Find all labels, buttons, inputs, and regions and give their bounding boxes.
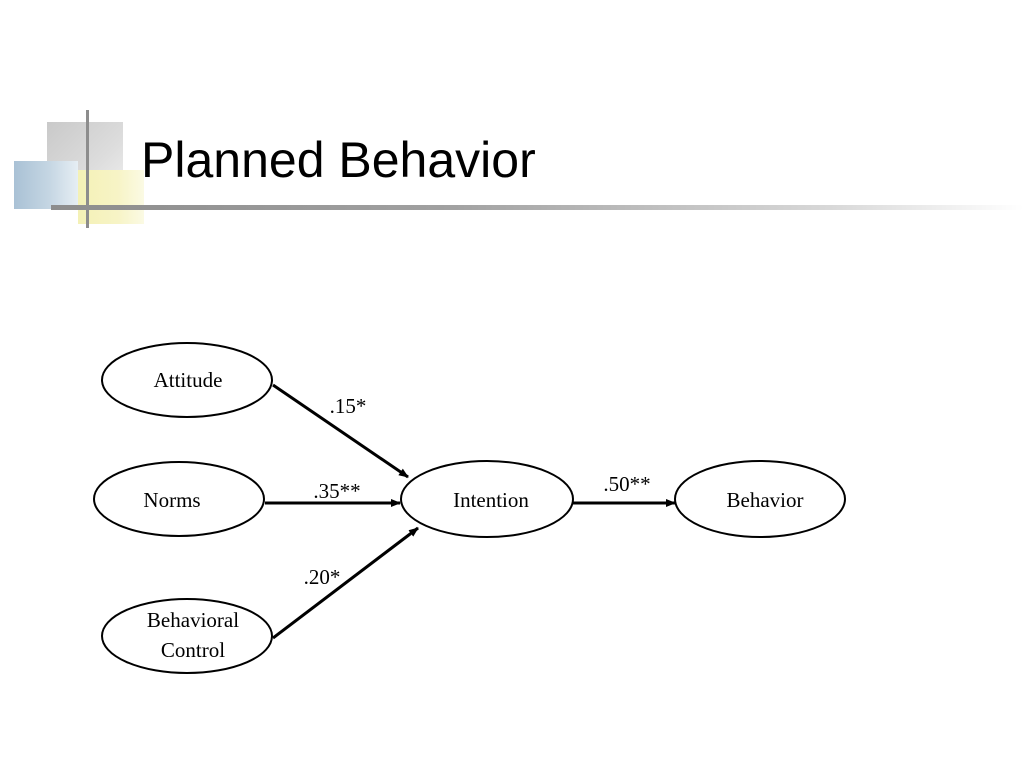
- slide-title: Planned Behavior: [141, 132, 536, 188]
- edge-label-attitude: .15*: [330, 394, 367, 418]
- node-label-control: Control: [161, 638, 225, 662]
- edge-label-norms: .35**: [313, 479, 360, 503]
- node-label-intention: Intention: [453, 488, 529, 512]
- node-behavior: [674, 460, 846, 538]
- edge-label-control: .20*: [304, 565, 341, 589]
- node-label-norms: Norms: [143, 488, 200, 512]
- decorative-blue-square: [14, 161, 78, 209]
- edge-control-to-intention: [272, 526, 419, 640]
- edge-label-intention: .50**: [603, 472, 650, 496]
- node-behavioral-control: [101, 598, 273, 674]
- node-label-behavioral: Behavioral: [147, 608, 239, 632]
- node-intention: [400, 460, 574, 538]
- decorative-vertical-line: [86, 110, 89, 228]
- node-label-behavior: Behavior: [727, 488, 804, 512]
- node-attitude: [101, 342, 273, 418]
- edge-attitude-to-intention: [272, 383, 409, 479]
- node-norms: [93, 461, 265, 537]
- title-underline: [51, 205, 1024, 210]
- decorative-yellow-square: [78, 170, 144, 224]
- node-label-attitude: Attitude: [154, 368, 223, 392]
